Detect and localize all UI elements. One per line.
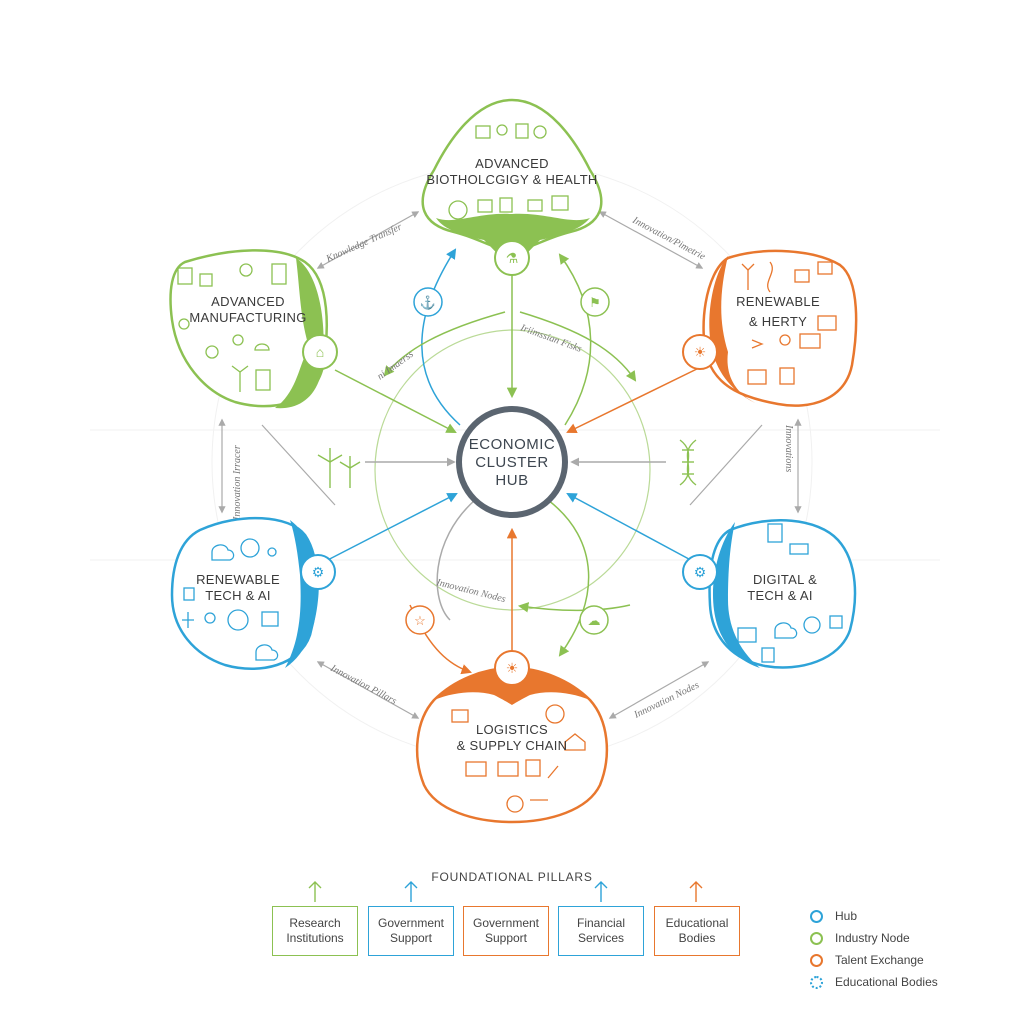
- lightbulb-icon: ☀: [506, 660, 519, 676]
- node-title-line2: TECH & AI: [747, 588, 813, 603]
- pillar-label-line1: Government: [472, 916, 540, 930]
- lightbulb-icon: ☀: [694, 344, 707, 360]
- node-title-line2: & HERTY: [749, 314, 807, 329]
- node-title-line2: MANUFACTURING: [189, 310, 306, 325]
- up-arrow-icon: [594, 881, 608, 902]
- node-logistics-supply-chain[interactable]: ☀ LOGISTICS & SUPPLY CHAIN: [415, 650, 609, 824]
- node-title-line1: RENEWABLE: [736, 294, 820, 309]
- legend-label: Industry Node: [835, 931, 910, 945]
- wind-turbine-icon: [317, 448, 361, 488]
- legend-item-educational-bodies: Educational Bodies: [810, 971, 938, 993]
- pillar-label-line2: Support: [389, 931, 433, 945]
- biotech-icon: ⚗: [506, 250, 519, 266]
- node-icon-cluster: [737, 523, 843, 663]
- node-digital-tech-ai[interactable]: ⚙ DIGITAL & TECH & AI: [682, 519, 857, 669]
- legend-label: Educational Bodies: [835, 975, 938, 989]
- legend-label: Hub: [835, 909, 858, 923]
- legend-dot: [810, 931, 823, 945]
- node-icon-cluster: [448, 123, 569, 220]
- up-arrow-icon: [404, 881, 418, 902]
- pillar-label-line2: Services: [577, 931, 624, 945]
- legend-dot: [810, 909, 823, 923]
- node-title-line2: BIOTHOLCGIGY & HEALTH: [426, 172, 597, 187]
- cloud-small-icon: ☁: [588, 613, 601, 628]
- connector-badges: ⚓ ⚑ ☆ ☁: [405, 287, 610, 635]
- node-title-line1: ADVANCED: [211, 294, 285, 309]
- edge-label-right-vertical: Innovations: [783, 424, 794, 472]
- pillar-label-line2: Bodies: [678, 931, 716, 945]
- edge-label-inner-right: Iriimssian Fisks: [518, 322, 583, 355]
- up-arrow-icon: [308, 881, 322, 902]
- pillar-label-line1: Educational: [665, 916, 729, 930]
- flag-icon: ⚑: [589, 295, 601, 310]
- up-arrow-icon: [689, 881, 703, 902]
- perimeter-connections: [218, 211, 802, 719]
- edge-label-top-left: Knowledge Transfer: [324, 222, 404, 266]
- node-title-line1: RENEWABLE: [196, 572, 280, 587]
- gear-icon: ⚙: [694, 564, 707, 580]
- economic-cluster-hub[interactable]: ECONOMIC CLUSTER HUB: [456, 406, 568, 518]
- legend-item-talent-exchange: Talent Exchange: [810, 949, 938, 971]
- node-title-line1: LOGISTICS: [476, 722, 548, 737]
- node-title-line1: DIGITAL &: [753, 572, 817, 587]
- legend-dot: [810, 975, 823, 989]
- node-title-line1: ADVANCED: [475, 156, 549, 171]
- legend-item-hub: Hub: [810, 905, 938, 927]
- pillar-label-line2: Institutions: [286, 931, 344, 945]
- node-icon-cluster: [741, 261, 837, 385]
- edge-label-bottom-left: Innovation Pillars: [328, 662, 399, 707]
- legend-label: Talent Exchange: [835, 953, 924, 967]
- node-renewable-energy[interactable]: ☀ RENEWABLE & HERTY: [682, 249, 858, 407]
- edge-label-top-right: Innovation/Pimetrie: [630, 214, 708, 262]
- node-advanced-biotech[interactable]: ⚗ ADVANCED BIOTHOLCGIGY & HEALTH: [421, 98, 603, 276]
- dna-icon: [679, 439, 697, 486]
- hub-title-line1: ECONOMIC: [469, 436, 556, 453]
- hub-title-line2: CLUSTER: [475, 454, 549, 471]
- hub-title-line3: HUB: [495, 472, 528, 489]
- pillar-label-line1: Research: [289, 916, 341, 930]
- factory-icon: ⌂: [316, 344, 324, 360]
- legend: Hub Industry Node Talent Exchange Educat…: [810, 905, 938, 993]
- legend-item-industry-node: Industry Node: [810, 927, 938, 949]
- pillar-label-line1: Government: [377, 916, 445, 930]
- node-icon-cluster: [182, 538, 279, 661]
- node-title-line2: & SUPPLY CHAIN: [457, 738, 568, 753]
- node-renewable-tech-ai[interactable]: ⚙ RENEWABLE TECH & AI: [170, 516, 336, 670]
- pillar-label-line2: Support: [484, 931, 528, 945]
- node-advanced-manufacturing[interactable]: ⌂ ADVANCED MANUFACTURING: [169, 249, 338, 409]
- node-icon-cluster: [177, 263, 287, 392]
- gear-icon: ⚙: [312, 564, 325, 580]
- pillar-label-line1: Financial: [576, 916, 626, 930]
- inner-rings: [374, 329, 651, 611]
- legend-dot: [810, 953, 823, 967]
- pillars-title: FOUNDATIONAL PILLARS: [431, 870, 593, 884]
- edge-label-left-vertical: Innovation Irracer: [232, 445, 243, 521]
- node-title-line2: TECH & AI: [205, 588, 271, 603]
- lightbulb-small-icon: ☆: [414, 613, 426, 628]
- network-icon: ⚓: [420, 295, 436, 310]
- node-icon-cluster: [451, 704, 586, 813]
